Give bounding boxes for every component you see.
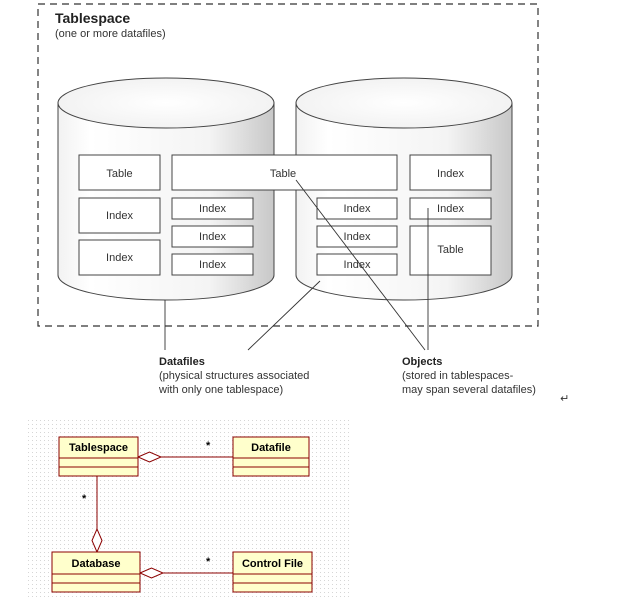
svg-text:Index: Index [199,259,226,271]
datafiles-leader-lines [164,280,321,351]
svg-text:Index: Index [106,252,133,264]
right-index-cell: Index [409,154,492,191]
tablespace-title: Tablespace [55,10,130,26]
uml-class-database: Database [51,551,141,593]
multiplicity-control-file: * [206,556,211,568]
objects-leader-lines [295,179,429,351]
datafiles-heading: Datafiles [159,356,205,368]
left-index-cell: Index [78,239,161,276]
return-mark: ↵ [560,393,569,405]
tablespace-subtitle: (one or more datafiles) [55,28,166,40]
svg-text:Index: Index [344,231,371,243]
svg-text:Index: Index [344,203,371,215]
right-table-cell: Table [409,225,492,276]
middle-index-cell: Index [171,253,254,276]
svg-text:Index: Index [199,231,226,243]
datafiles-line1: (physical structures associated [159,370,309,382]
svg-text:Index: Index [344,259,371,271]
left-table-cell: Table [78,154,161,191]
svg-text:Index: Index [437,168,464,180]
middle-index-cell: Index [171,225,254,248]
right-index-cell: Index [316,225,398,248]
middle-index-cell: Index [171,197,254,220]
svg-text:Table: Table [270,168,296,180]
svg-text:Datafile: Datafile [251,442,291,454]
objects-heading: Objects [402,356,442,368]
svg-text:Database: Database [72,558,121,570]
uml-class-control-file: Control File [232,551,313,593]
right-index-cell: Index [316,253,398,276]
right-index-cell: Index [316,197,398,220]
tablespace-boundary [37,3,539,327]
uml-association-tablespace-database [91,476,103,554]
uml-class-datafile: Datafile [232,436,310,477]
svg-text:Table: Table [106,168,132,180]
right-index-cell: Index [409,197,492,220]
objects-line2: may span several datafiles) [402,384,536,396]
svg-text:Index: Index [437,203,464,215]
multiplicity-datafile: * [206,440,211,452]
multiplicity-database: * [82,493,87,505]
left-index-cell: Index [78,197,161,234]
uml-association-tablespace-datafile [136,451,233,463]
datafiles-line2: with only one tablespace) [158,384,283,396]
uml-association-database-controlfile [138,567,233,579]
spanning-table-cell: Table [171,154,398,191]
uml-class-tablespace: Tablespace [58,436,139,477]
objects-line1: (stored in tablespaces- [402,370,514,382]
svg-text:Control File: Control File [242,558,303,570]
svg-text:Index: Index [199,203,226,215]
svg-text:Table: Table [437,244,463,256]
svg-text:Tablespace: Tablespace [69,442,128,454]
svg-text:Index: Index [106,210,133,222]
